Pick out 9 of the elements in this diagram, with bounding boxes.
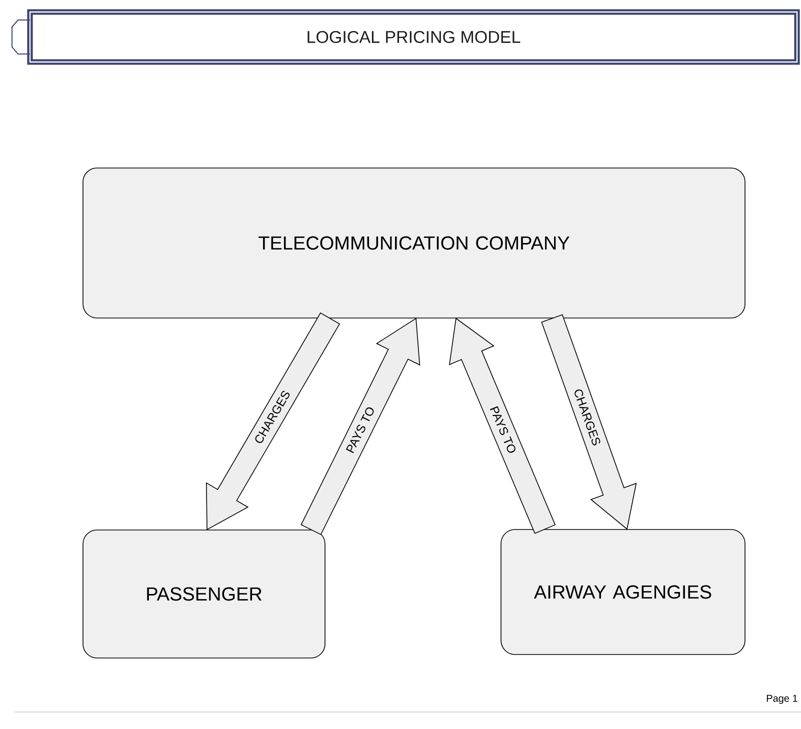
title-banner: LOGICAL PRICING MODEL [27,9,800,65]
entity-box: TELECOMMUNICATION COMPANY [82,168,746,318]
entity-box: PASSENGER [82,530,326,658]
page-number: Page 1 [766,694,798,704]
block-arrow [448,318,556,534]
block-arrow [541,314,637,530]
entity-box: AIRWAY AGENGIES [500,529,746,655]
edge-label: PAYS TO [490,406,516,453]
edge-label: PAYS TO [346,407,374,454]
